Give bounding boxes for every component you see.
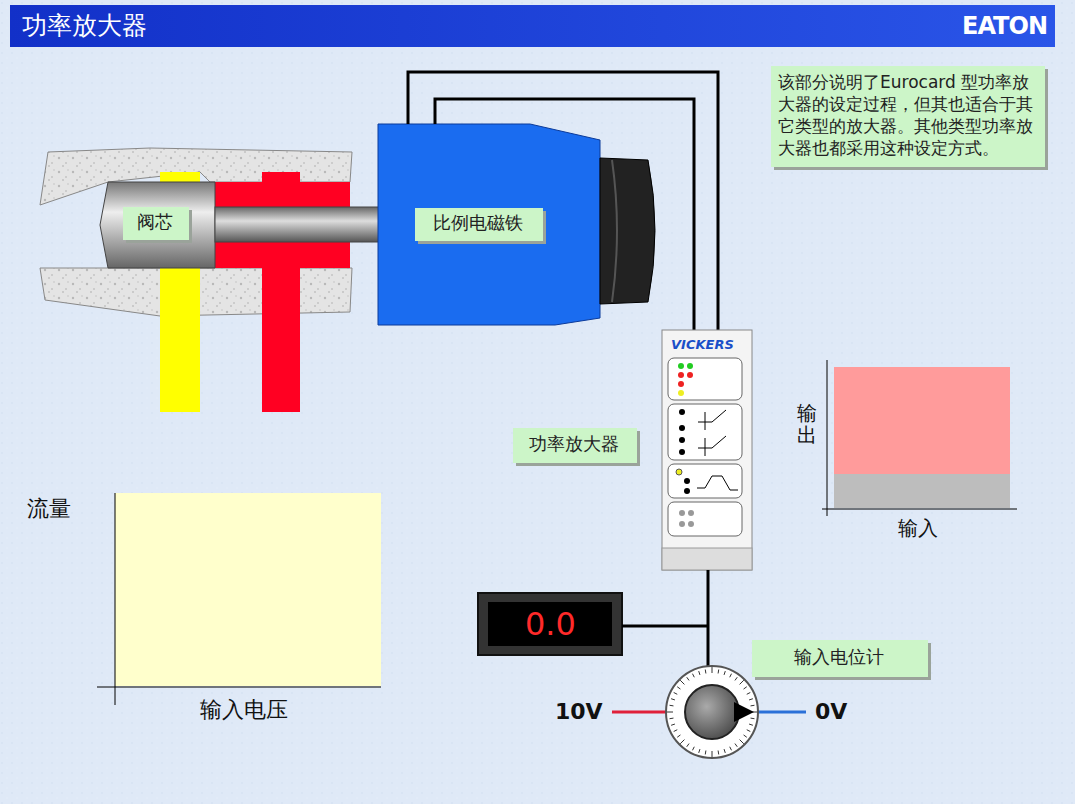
dial-tick (740, 680, 744, 684)
dial-pointer (734, 702, 754, 722)
dial-tick (718, 670, 720, 674)
dial-tick (749, 699, 753, 700)
node-text: 功率放大器 (529, 433, 621, 456)
dial-tick (712, 667, 713, 673)
dial-tick (674, 730, 678, 732)
dial-tick (712, 751, 713, 757)
node-text: 输入电位计 (794, 646, 886, 669)
dither-symbol (697, 476, 738, 490)
dial-tick (744, 687, 747, 689)
dial-tick (749, 724, 753, 725)
dial-tick (680, 740, 684, 744)
dial-tick (724, 671, 725, 675)
supply-wire (612, 711, 666, 714)
card-base (662, 548, 752, 570)
dial-tick (670, 705, 674, 707)
node-text: 比例电磁铁 (433, 212, 525, 235)
dial-tick (667, 712, 673, 713)
card-panel (668, 502, 742, 536)
wiper-wire (707, 570, 710, 668)
dial-tick (677, 687, 680, 689)
title-bar (10, 5, 1055, 47)
axis-label: 输入电压 (200, 697, 288, 723)
dial-tick (751, 718, 755, 720)
note-box: 该部分说明了Eurocard 型功率放大器的设定过程，但其也适合于其它类型的放大… (771, 66, 1045, 167)
dial-tick (674, 692, 678, 694)
solenoid-cap (600, 158, 655, 304)
display-screen (488, 602, 612, 646)
amplifier-card (662, 330, 752, 570)
label-box: 比例电磁铁 (415, 208, 543, 241)
card-panel (668, 404, 742, 460)
output-area (834, 367, 1010, 474)
dial-tick (705, 751, 707, 755)
display-housing (478, 593, 622, 655)
output-offset (834, 474, 1010, 508)
axis-label: 流量 (27, 496, 71, 522)
axis (827, 360, 828, 516)
dial-tick (699, 749, 700, 753)
axis (97, 687, 381, 688)
dial-tick (671, 724, 675, 725)
dial-tick (747, 692, 751, 694)
display-value: 0.0 (525, 605, 576, 643)
label-box: 输入电位计 (752, 640, 928, 677)
logo: EATON (962, 12, 1047, 41)
dial-ticks (667, 667, 757, 757)
axis-label: 输入 (898, 516, 938, 540)
dial-tick (730, 674, 732, 678)
label-box: 功率放大器 (513, 428, 637, 463)
dial-tick (724, 749, 725, 753)
dial-tick (735, 677, 737, 680)
potentiometer-knob (685, 685, 739, 739)
axis-label: 输出 (797, 402, 817, 446)
ground-wire (758, 711, 806, 714)
dial-tick (692, 747, 694, 751)
dial-tick (718, 751, 720, 755)
dial-tick (670, 718, 674, 720)
solenoid-wire (408, 72, 718, 330)
dial-tick (680, 680, 684, 684)
card-panel (668, 358, 742, 400)
dial-tick (687, 744, 689, 747)
dial-tick (699, 671, 700, 675)
brand-logo: VICKERS (671, 337, 734, 353)
dial-tick (730, 747, 732, 751)
valve-spool (100, 182, 215, 268)
dial-tick (747, 730, 751, 732)
dial-tick (687, 677, 689, 680)
dial-tick (671, 699, 675, 700)
label-box: 阀芯 (123, 207, 189, 240)
card-panel (668, 464, 742, 498)
dial-tick (740, 740, 744, 744)
dial-tick (744, 735, 747, 737)
solenoid-body (378, 124, 600, 325)
voltage-label: 10V (555, 699, 603, 725)
flow-area (115, 493, 381, 686)
display-wire (622, 625, 708, 628)
voltage-label: 0V (815, 699, 847, 725)
axis (822, 509, 1017, 510)
node-text: 阀芯 (137, 211, 175, 234)
dial-tick (705, 670, 707, 674)
push-rod (215, 207, 380, 242)
node-text: 该部分说明了Eurocard 型功率放大器的设定过程，但其也适合于其它类型的放大… (778, 71, 1038, 159)
ramp-symbol (698, 410, 726, 456)
cap-rim (612, 160, 617, 302)
dial-tick (751, 705, 755, 707)
title: 功率放大器 (22, 9, 147, 42)
dial-tick (692, 674, 694, 678)
dial-tick (677, 735, 680, 737)
axis (115, 493, 116, 705)
dial-tick (735, 744, 737, 747)
potentiometer-dial (666, 666, 758, 758)
